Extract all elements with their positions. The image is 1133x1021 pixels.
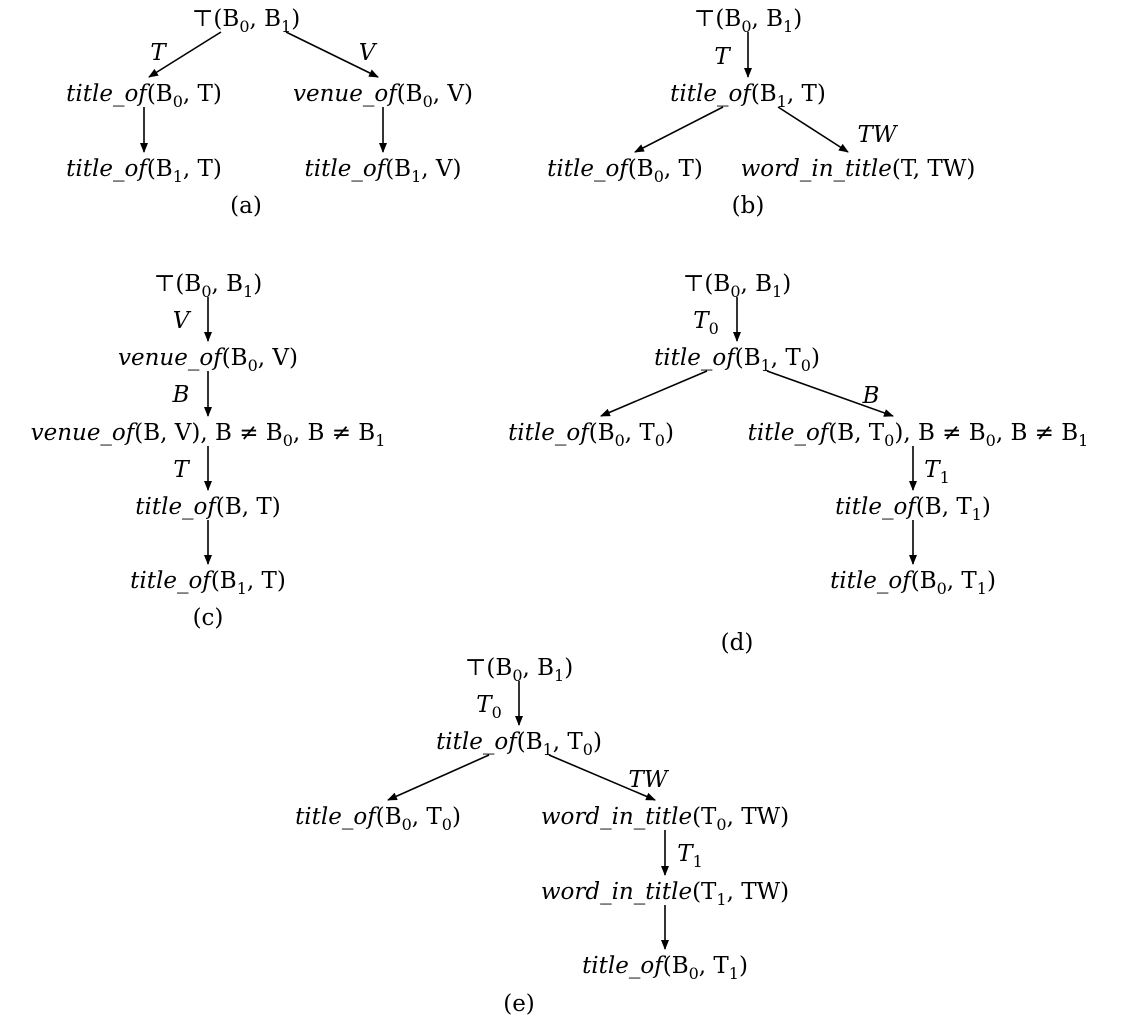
tree-node: ⊤(B0, B1): [192, 6, 300, 36]
tree-node: title_of(B1, T0): [436, 729, 602, 759]
tree-node: title_of(B, T1): [835, 494, 991, 524]
tree-node: venue_of(B, V), B ≠ B0, B ≠ B1: [31, 420, 386, 450]
tree-caption: (a): [230, 193, 262, 219]
tree-node: title_of(B1, T): [670, 81, 826, 111]
tree-node: title_of(B1, V): [305, 156, 462, 186]
tree-edge-arrow: [548, 754, 656, 801]
edge-label: V: [173, 308, 192, 334]
tree-edge-arrow: [600, 370, 708, 417]
tree-b: ⊤(B0, B1) title_of(B1, T) title_of(B0, T) w…: [547, 6, 975, 219]
tree-node: title_of(B1, T): [66, 156, 222, 186]
tree-node: title_of(B, T0), B ≠ B0, B ≠ B1: [748, 420, 1089, 450]
edge-label: T1: [924, 457, 950, 487]
tree-node: word_in_title(T1, TW): [541, 879, 789, 909]
edge-label: TW: [858, 122, 899, 148]
tree-node: title_of(B1, T): [130, 568, 286, 598]
tree-e: ⊤(B0, B1) title_of(B1, T0) title_of(B0, T0…: [295, 655, 789, 1017]
tree-a: ⊤(B0, B1) title_of(B0, T) venue_of(B0, V) t…: [66, 6, 473, 219]
tree-node: word_in_title(T0, TW): [541, 804, 789, 834]
tree-node: title_of(B0, T0): [295, 804, 461, 834]
tree-c: ⊤(B0, B1) venue_of(B0, V) venue_of(B, V), …: [31, 271, 386, 631]
tree-node: title_of(B0, T0): [508, 420, 674, 450]
edge-label: T1: [677, 841, 703, 871]
tree-node: title_of(B1, T0): [654, 345, 820, 375]
edge-label: TW: [629, 767, 670, 793]
edge-label: T: [714, 44, 731, 70]
tree-caption: (e): [503, 991, 535, 1017]
tree-caption: (d): [721, 630, 754, 656]
tree-node: ⊤(B0, B1): [694, 6, 802, 36]
tree-edge-arrow: [777, 106, 849, 153]
tree-node: title_of(B0, T): [66, 81, 222, 111]
edge-label: T: [150, 40, 167, 66]
tree-node: title_of(B0, T1): [582, 953, 748, 983]
edge-label: T0: [693, 308, 719, 338]
tree-edge-arrow: [285, 31, 379, 78]
tree-node: word_in_title(T, TW): [741, 156, 976, 182]
edge-label: T0: [476, 692, 502, 722]
tree-node: title_of(B, T): [135, 494, 280, 520]
tree-caption: (b): [732, 193, 765, 219]
tree-node: title_of(B0, T): [547, 156, 703, 186]
tree-edge-arrow: [634, 106, 724, 153]
tree-node: venue_of(B0, V): [118, 345, 298, 375]
tree-node: title_of(B0, T1): [830, 568, 996, 598]
tree-edge-arrow: [148, 31, 222, 78]
edge-label: B: [862, 383, 880, 409]
tree-edge-arrow: [387, 754, 490, 801]
tree-node: ⊤(B0, B1): [683, 271, 791, 301]
tree-node: ⊤(B0, B1): [465, 655, 573, 685]
edge-label: B: [172, 382, 190, 408]
tree-node: ⊤(B0, B1): [154, 271, 262, 301]
tree-caption: (c): [193, 605, 224, 631]
tree-d: ⊤(B0, B1) title_of(B1, T0) title_of(B0, T0…: [508, 271, 1088, 656]
tree-edge-arrow: [766, 370, 894, 417]
edge-label: V: [359, 40, 378, 66]
tree-node: venue_of(B0, V): [293, 81, 473, 111]
edge-label: T: [173, 457, 190, 483]
